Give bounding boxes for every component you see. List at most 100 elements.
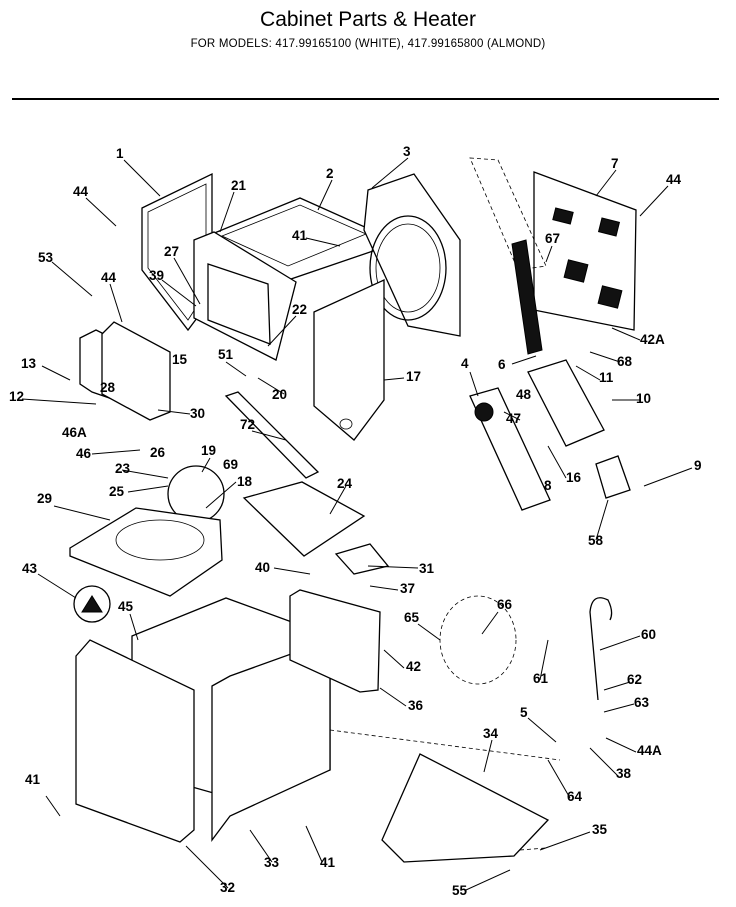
callout-3: 3 xyxy=(403,144,411,159)
callout-31: 31 xyxy=(419,561,435,576)
callout-42: 42 xyxy=(406,659,421,674)
part-15-door xyxy=(101,321,171,421)
part-58-terminal-block xyxy=(595,455,631,499)
callout-24: 24 xyxy=(337,476,353,491)
leader-line xyxy=(257,377,285,395)
leader-line xyxy=(219,191,235,233)
callout-44a: 44A xyxy=(637,743,662,758)
leader-line xyxy=(481,611,499,635)
callout-6: 6 xyxy=(498,357,506,372)
leader-line xyxy=(305,825,323,863)
leader-line xyxy=(599,635,641,651)
leader-line xyxy=(127,485,169,493)
leader-line xyxy=(603,703,635,713)
callout-44-c: 44 xyxy=(101,270,117,285)
leader-line xyxy=(575,365,601,381)
part-7-rear-panel xyxy=(533,171,637,331)
models-subtitle: FOR MODELS: 417.99165100 (WHITE), 417.99… xyxy=(190,38,546,50)
callout-7: 7 xyxy=(611,156,619,171)
callout-34: 34 xyxy=(483,726,499,741)
leader-line xyxy=(37,573,77,599)
callout-labels: 1 2 3 7 44 21 41 67 53 44 27 39 22 44 42… xyxy=(9,144,702,898)
leader-line xyxy=(603,681,631,691)
leader-line xyxy=(643,467,693,487)
callout-55: 55 xyxy=(452,883,468,898)
part-33-side-panel xyxy=(211,639,331,842)
callout-11: 11 xyxy=(599,370,614,385)
leader-line xyxy=(85,197,117,227)
leader-line xyxy=(589,351,621,363)
part-32-front-panel xyxy=(75,639,195,843)
callout-36: 36 xyxy=(408,698,424,713)
page-title: Cabinet Parts & Heater xyxy=(260,8,476,31)
callout-39: 39 xyxy=(149,268,164,283)
callout-65: 65 xyxy=(404,610,420,625)
callout-44-a: 44 xyxy=(666,172,682,187)
leader-line xyxy=(205,481,237,509)
callout-68: 68 xyxy=(617,354,633,369)
leader-line xyxy=(383,377,405,381)
leader-line xyxy=(483,739,493,773)
callout-64: 64 xyxy=(567,789,583,804)
callout-5: 5 xyxy=(520,705,528,720)
part-43-lid-switch xyxy=(73,585,111,623)
part-24-fill-panel xyxy=(242,481,366,557)
leader-line xyxy=(251,430,287,441)
leader-line xyxy=(465,869,511,891)
callout-2: 2 xyxy=(326,166,334,181)
callout-38: 38 xyxy=(616,766,632,781)
callout-33: 33 xyxy=(264,855,280,870)
part-29-top-lid xyxy=(69,507,223,597)
leader-line xyxy=(185,845,229,889)
leader-line xyxy=(109,283,123,323)
part-34-base xyxy=(381,753,550,863)
callout-51: 51 xyxy=(218,347,234,362)
callout-25: 25 xyxy=(109,484,125,499)
callout-46: 46 xyxy=(76,446,92,461)
leader-line xyxy=(173,257,201,305)
callout-35: 35 xyxy=(592,822,608,837)
leader-line xyxy=(51,261,93,297)
leader-line xyxy=(417,623,441,641)
leader-line xyxy=(605,737,637,753)
callout-21: 21 xyxy=(231,178,247,193)
callout-58: 58 xyxy=(588,533,604,548)
callout-40: 40 xyxy=(255,560,270,575)
leader-line xyxy=(305,237,341,247)
leader-line xyxy=(329,485,347,515)
leader-line xyxy=(41,365,71,381)
callout-45: 45 xyxy=(118,599,134,614)
callout-41-c: 41 xyxy=(320,855,336,870)
callout-13: 13 xyxy=(21,356,37,371)
leader-line xyxy=(21,398,97,405)
leader-line xyxy=(595,169,617,197)
leader-line xyxy=(545,245,553,263)
leader-line xyxy=(611,327,641,341)
callout-17: 17 xyxy=(406,369,421,384)
leader-line xyxy=(527,717,557,743)
callout-28: 28 xyxy=(100,380,116,395)
callout-20: 20 xyxy=(272,387,287,402)
cabinet-dashed-leaders xyxy=(329,729,561,851)
exhaust-duct xyxy=(469,157,547,355)
leader-line xyxy=(129,613,139,641)
callout-29: 29 xyxy=(37,491,52,506)
callout-10: 10 xyxy=(636,391,651,406)
callout-9: 9 xyxy=(694,458,702,473)
callout-42a: 42A xyxy=(640,332,665,347)
leader-line xyxy=(379,687,407,707)
leader-line xyxy=(317,179,333,211)
part-47-heater-element xyxy=(469,387,551,511)
callout-23: 23 xyxy=(115,461,131,476)
callout-18: 18 xyxy=(237,474,253,489)
callout-61: 61 xyxy=(533,671,549,686)
callout-47: 47 xyxy=(506,411,521,426)
callout-41-a: 41 xyxy=(292,228,308,243)
callout-43: 43 xyxy=(22,561,38,576)
part-3-rear-bulkhead xyxy=(363,173,461,337)
part-6-heater-housing xyxy=(527,359,605,447)
callout-67: 67 xyxy=(545,231,560,246)
callout-53: 53 xyxy=(38,250,54,265)
part-17-side-panel xyxy=(313,278,385,441)
callout-69: 69 xyxy=(223,457,238,472)
